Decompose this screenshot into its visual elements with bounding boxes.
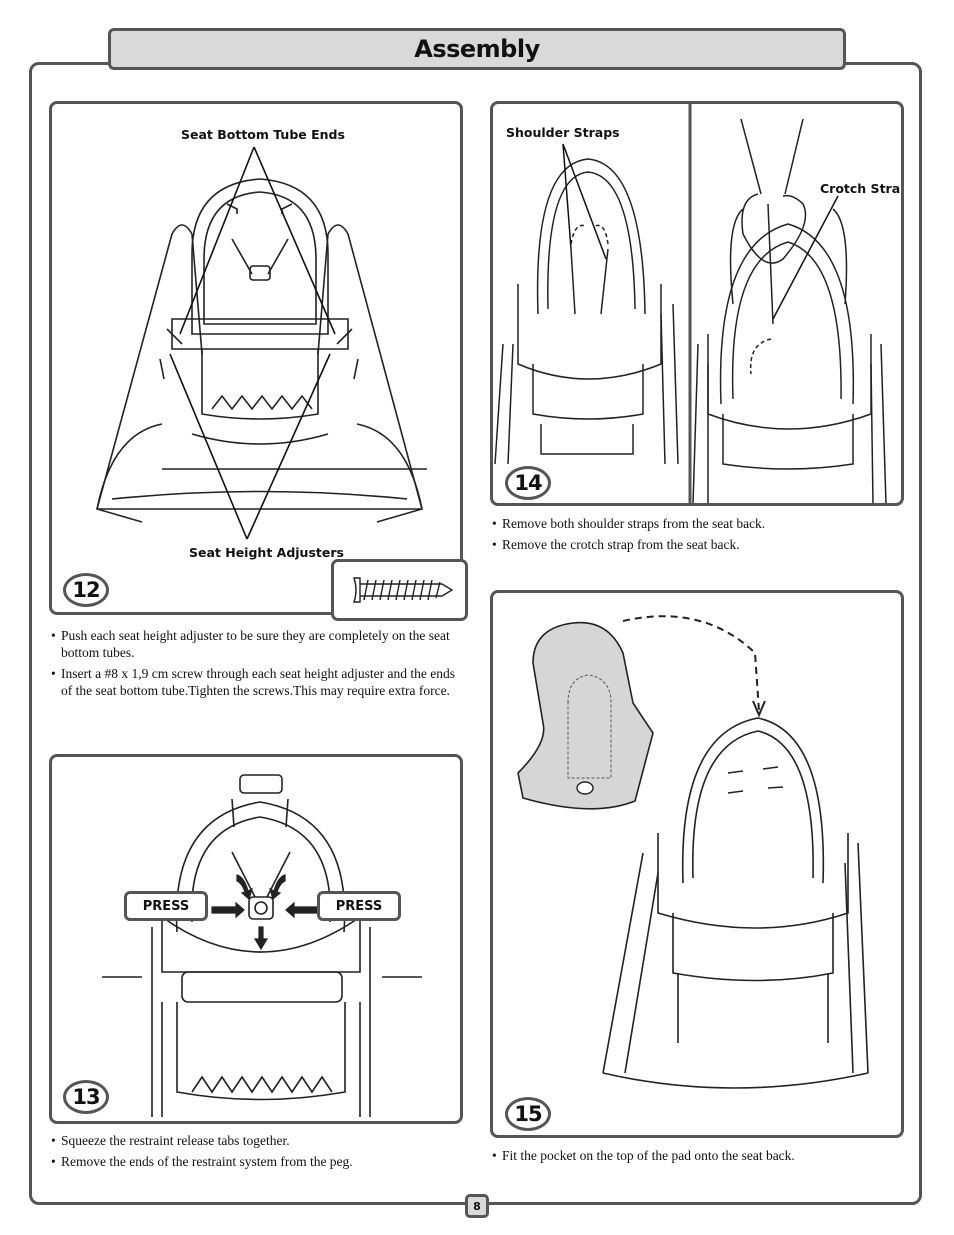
crotch-strap-callout: Crotch Strap: [820, 181, 904, 196]
step-12-instructions: Push each seat height adjuster to be sur…: [51, 627, 466, 703]
seat-pad-fitting-illustration: [517, 615, 869, 1089]
press-label-right: PRESS: [317, 891, 401, 921]
step-13-instruction: Remove the ends of the restraint system …: [51, 1153, 466, 1170]
step-14-instructions: Remove both shoulder straps from the sea…: [492, 515, 912, 557]
page-title: Assembly: [108, 28, 846, 70]
step-13-instructions: Squeeze the restraint release tabs toget…: [51, 1132, 466, 1174]
seat-height-adjusters-callout: Seat Height Adjusters: [189, 545, 344, 560]
step-14-instruction: Remove both shoulder straps from the sea…: [492, 515, 912, 532]
step-15-instruction: Fit the pocket on the top of the pad ont…: [492, 1147, 912, 1164]
high-chair-front-illustration: [96, 146, 427, 540]
step-14-panel: Shoulder Straps Crotch Strap 14: [490, 101, 904, 506]
page-number: 8: [465, 1194, 489, 1218]
step-15-instructions: Fit the pocket on the top of the pad ont…: [492, 1147, 912, 1168]
step-13-instruction: Squeeze the restraint release tabs toget…: [51, 1132, 466, 1149]
restraint-release-illustration: [102, 774, 422, 1117]
press-label-left: PRESS: [124, 891, 208, 921]
seat-bottom-tube-ends-callout: Seat Bottom Tube Ends: [181, 127, 345, 142]
step-12-instruction: Push each seat height adjuster to be sur…: [51, 627, 466, 661]
shoulder-straps-callout: Shoulder Straps: [506, 125, 620, 140]
step-12-instruction: Insert a #8 x 1,9 cm screw through each …: [51, 665, 466, 699]
screw-callout-box: [331, 559, 468, 621]
step-12-badge: 12: [63, 573, 109, 607]
step-14-instruction: Remove the crotch strap from the seat ba…: [492, 536, 912, 553]
step-12-panel: Seat Bottom Tube Ends Seat Height Adjust…: [49, 101, 463, 615]
step-15-panel: 15: [490, 590, 904, 1138]
strap-removal-illustration: [494, 104, 887, 503]
step-14-badge: 14: [505, 466, 551, 500]
screw-icon: [353, 577, 454, 603]
step-15-badge: 15: [505, 1097, 551, 1131]
step-13-panel: PRESS PRESS 13: [49, 754, 463, 1124]
step-13-badge: 13: [63, 1080, 109, 1114]
